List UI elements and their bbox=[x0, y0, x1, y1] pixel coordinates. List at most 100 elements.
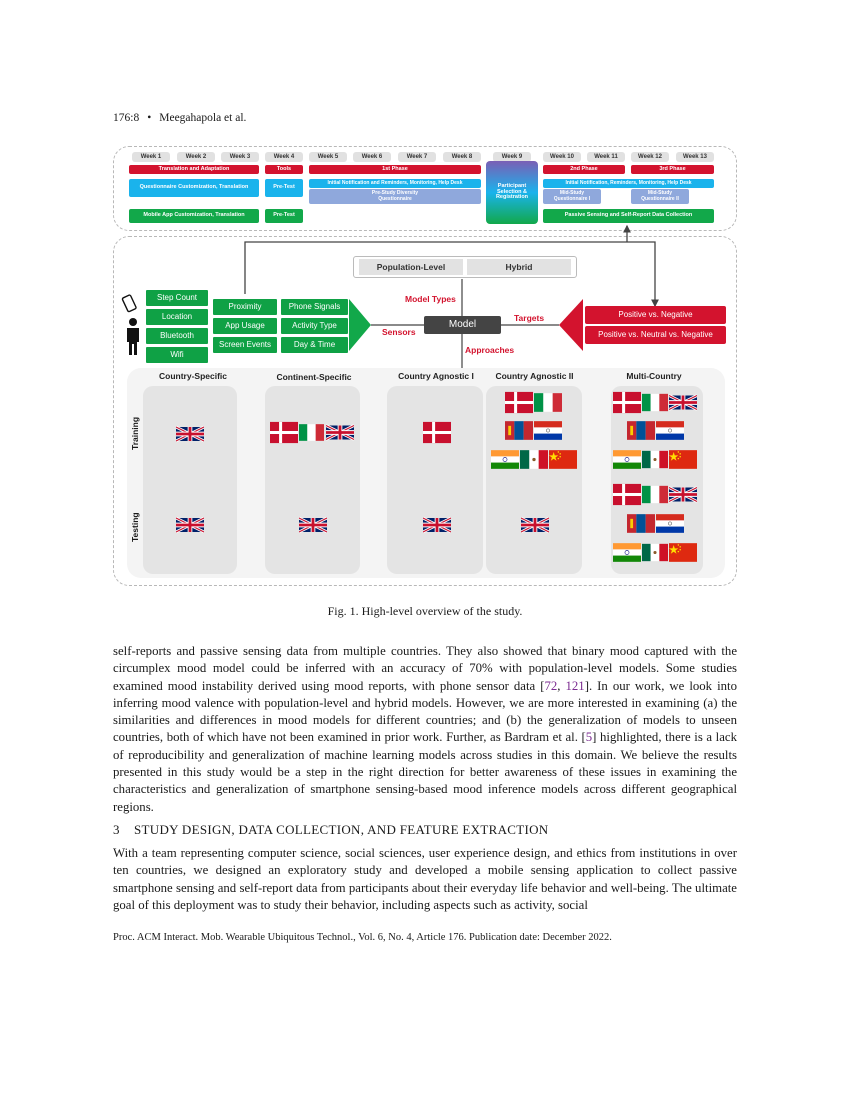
para1-text: ] highlighted, there is a lack of reprod… bbox=[113, 730, 738, 814]
week-label: Week 10 bbox=[543, 152, 581, 162]
target-positive-negative: Positive vs. Negative bbox=[585, 306, 726, 324]
sensor-step-count: Step Count bbox=[145, 289, 209, 307]
column-country-agnostic-i bbox=[387, 386, 483, 574]
approaches-label: Approaches bbox=[465, 345, 515, 355]
column-country-specific bbox=[143, 386, 237, 574]
row-label-training: Training bbox=[130, 416, 140, 450]
initial-notification-bar-1: Initial Notification and Reminders, Moni… bbox=[309, 179, 481, 188]
india-flag bbox=[613, 540, 641, 565]
approach-country-specific: Country-Specific bbox=[158, 371, 227, 381]
denmark-flag bbox=[505, 390, 533, 415]
sensor-location: Location bbox=[145, 308, 209, 326]
person-phone-icon bbox=[121, 294, 139, 355]
uk-flag bbox=[521, 513, 549, 537]
week-label: Week 12 bbox=[631, 152, 669, 162]
tools-phase-bar: Tools bbox=[265, 165, 303, 174]
targets-label: Targets bbox=[514, 313, 545, 323]
mexico-flag bbox=[642, 540, 668, 565]
pretest-bar-2: Pre-Test bbox=[265, 209, 303, 223]
china-flag bbox=[549, 447, 577, 472]
model-types-label: Model Types bbox=[405, 294, 456, 304]
week-label: Week 8 bbox=[443, 152, 481, 162]
uk-flag bbox=[299, 513, 327, 537]
paraguay-flag bbox=[656, 418, 684, 443]
sensor-screen-events: Screen Events bbox=[212, 336, 278, 354]
questionnaire-customization-bar: Questionnaire Customization, Translation bbox=[129, 179, 259, 197]
model-box: Model bbox=[424, 316, 501, 334]
italy-flag bbox=[642, 482, 668, 507]
uk-flag bbox=[176, 422, 204, 446]
sensor-proximity: Proximity bbox=[212, 298, 278, 316]
para1-text: ]. In our work, we look into inferring m… bbox=[113, 678, 737, 745]
italy-flag bbox=[534, 390, 562, 415]
translation-phase-bar: Translation and Adaptation bbox=[129, 165, 259, 174]
week-label: Week 3 bbox=[221, 152, 259, 162]
uk-flag bbox=[326, 420, 354, 445]
citation-link[interactable]: 5 bbox=[585, 730, 593, 745]
uk-flag bbox=[669, 390, 697, 415]
participant-selection-bar: Participant Selection & Registration bbox=[486, 161, 538, 224]
model-panel bbox=[113, 236, 737, 586]
mongolia-flag bbox=[627, 418, 655, 443]
approach-continent-specific: Continent-Specific bbox=[276, 372, 352, 382]
page-ref: 176:8 bbox=[113, 112, 140, 124]
mexico-flag bbox=[642, 447, 668, 472]
approach-multi-country: Multi-Country bbox=[626, 371, 682, 381]
week-label: Week 6 bbox=[353, 152, 391, 162]
mongolia-flag bbox=[505, 418, 533, 443]
china-flag bbox=[669, 540, 697, 565]
mobile-app-customization-bar: Mobile App Customization, Translation bbox=[129, 209, 259, 223]
section-heading: 3 STUDY DESIGN, DATA COLLECTION, AND FEA… bbox=[113, 822, 549, 837]
sensor-bluetooth: Bluetooth bbox=[145, 327, 209, 345]
approach-country-agnostic-i: Country Agnostic I bbox=[398, 371, 474, 381]
uk-flag bbox=[669, 482, 697, 507]
approach-country-agnostic-ii: Country Agnostic II bbox=[495, 371, 574, 381]
column-continent-specific bbox=[265, 386, 360, 574]
sensor-phone-signals: Phone Signals bbox=[280, 298, 349, 316]
india-flag bbox=[613, 447, 641, 472]
week-label: Week 4 bbox=[265, 152, 303, 162]
denmark-flag bbox=[270, 420, 298, 445]
phase1-bar: 1st Phase bbox=[309, 165, 481, 174]
citation-link[interactable]: 121 bbox=[565, 678, 585, 693]
phase3-bar: 3rd Phase bbox=[631, 165, 714, 174]
week-label: Week 2 bbox=[177, 152, 215, 162]
target-positive-neutral-negative: Positive vs. Neutral vs. Negative bbox=[585, 326, 726, 344]
row-label-testing: Testing bbox=[130, 512, 140, 542]
model-type-population-level: Population-Level bbox=[359, 259, 463, 275]
sensors-label: Sensors bbox=[382, 327, 416, 337]
column-multi-country bbox=[611, 386, 703, 574]
paragraph-2: With a team representing computer scienc… bbox=[113, 846, 737, 912]
initial-notification-bar-2: Initial Notification, Reminders, Monitor… bbox=[543, 179, 714, 188]
prestudy-questionnaire-bar: Pre-Study Diversity Questionnaire bbox=[309, 189, 481, 204]
italy-flag bbox=[642, 390, 668, 415]
page-footer: Proc. ACM Interact. Mob. Wearable Ubiqui… bbox=[113, 932, 612, 943]
sensor-wifi: Wifi bbox=[145, 346, 209, 364]
week-label: Week 11 bbox=[587, 152, 625, 162]
para1-text: , bbox=[557, 678, 566, 693]
running-header: 176:8•Meegahapola et al. bbox=[113, 112, 246, 124]
mongolia-flag bbox=[627, 511, 655, 536]
week-label: Week 13 bbox=[676, 152, 714, 162]
uk-flag bbox=[176, 513, 204, 537]
phase2-bar: 2nd Phase bbox=[543, 165, 625, 174]
midstudy-questionnaire-2: Mid-Study Questionnaire II bbox=[631, 189, 689, 204]
week-label: Week 1 bbox=[132, 152, 170, 162]
timeline-panel bbox=[113, 146, 737, 231]
sensor-day-time: Day & Time bbox=[280, 336, 349, 354]
paraguay-flag bbox=[656, 511, 684, 536]
week-label: Week 7 bbox=[398, 152, 436, 162]
mexico-flag bbox=[520, 447, 548, 472]
china-flag bbox=[669, 447, 697, 472]
sensor-app-usage: App Usage bbox=[212, 317, 278, 335]
paragraph-1: self-reports and passive sensing data fr… bbox=[113, 643, 737, 816]
citation-link[interactable]: 72 bbox=[544, 678, 558, 693]
model-type-hybrid: Hybrid bbox=[467, 259, 571, 275]
india-flag bbox=[491, 447, 519, 472]
denmark-flag bbox=[613, 482, 641, 507]
header-authors: Meegahapola et al. bbox=[159, 112, 247, 124]
paraguay-flag bbox=[534, 418, 562, 443]
italy-flag bbox=[299, 420, 324, 445]
midstudy-questionnaire-1: Mid-Study Questionnaire I bbox=[543, 189, 601, 204]
sensor-activity-type: Activity Type bbox=[280, 317, 349, 335]
